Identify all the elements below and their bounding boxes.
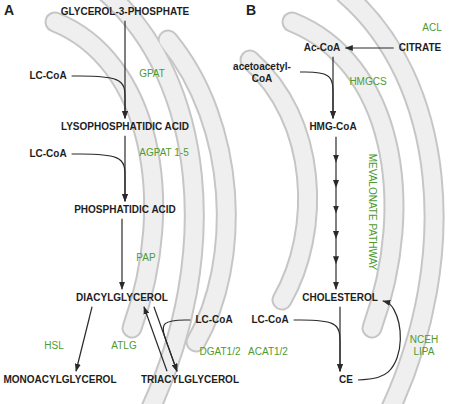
metabolite-name: acetoacetyl- CoA [229,61,295,84]
metabolite-node: LC-CoA [249,313,290,327]
metabolite-name: TRIACYLGLYCEROL [141,374,239,386]
metabolite-node: LC-CoA [27,147,68,161]
metabolite-node: MONOACYLGLYCEROL [2,373,119,387]
reaction-arrow [72,76,125,118]
metabolite-name: CHOLESTEROL [302,292,378,304]
metabolite-node: GLYCEROL-3-PHOSPHATE [59,5,191,19]
reaction-arrow [72,154,125,201]
reaction-arrow [294,320,340,371]
enzyme-label: AGPAT 1-5 [139,147,188,159]
reaction-arrow [76,307,92,372]
membrane-lumen [250,60,308,300]
metabolite-name: CITRATE [399,42,442,54]
panel-letter: B [246,2,256,18]
metabolite-node: DIACYLGLYCEROL [74,291,170,305]
metabolite-name: LC-CoA [195,314,232,326]
metabolite-name: LYSOPHOSPHATIDIC ACID [61,121,189,133]
metabolite-name: LC-CoA [251,314,288,326]
membrane-lumen [55,22,154,328]
metabolite-name: HMG-CoA [309,121,356,133]
metabolite-name: Ac-CoA [304,42,341,54]
reaction-arrow [345,47,393,48]
metabolite-name: CE [339,374,353,386]
enzyme-label: NCEH LIPA [407,334,441,358]
reaction-arrow [358,301,400,380]
metabolite-node: CHOLESTEROL [300,291,380,305]
reaction-arrow [163,320,190,371]
enzyme-label: GPAT [139,68,165,80]
metabolite-name: LC-CoA [29,148,66,160]
metabolite-node: CE [337,373,355,387]
metabolite-node: LC-CoA [193,313,234,327]
enzyme-label: DGAT1/2 [200,346,241,358]
metabolite-name: PHOSPHATIDIC ACID [74,204,176,216]
reaction-arrow [121,219,122,290]
metabolite-node: HMG-CoA [307,120,358,134]
reaction-arrow [335,137,336,290]
membrane-lumen [168,40,226,342]
metabolite-node: CITRATE [397,41,444,55]
metabolite-name: DIACYLGLYCEROL [76,292,168,304]
metabolite-name: LC-CoA [29,70,66,82]
enzyme-label: HMGCS [349,76,386,88]
metabolite-node: PHOSPHATIDIC ACID [72,203,178,217]
enzyme-label: MEVALONATE PATHWAY [366,154,378,271]
metabolite-node: TRIACYLGLYCEROL [139,373,241,387]
membrane-band [55,22,154,328]
metabolite-node: LYSOPHOSPHATIDIC ACID [59,120,191,134]
enzyme-label: ATLG [111,340,136,352]
panel-letter: A [4,2,14,18]
membrane-band [250,60,308,300]
metabolite-name: MONOACYLGLYCEROL [4,374,117,386]
reaction-arrow [144,307,167,372]
enzyme-label: HSL [44,340,63,352]
metabolite-node: Ac-CoA [302,41,343,55]
enzyme-label: PAP [136,252,155,264]
enzyme-label: ACAT1/2 [248,346,288,358]
reaction-arrow [300,72,333,118]
metabolite-node: LC-CoA [27,69,68,83]
metabolite-node: acetoacetyl- CoA [227,60,297,85]
enzyme-label: ACL [422,22,441,34]
metabolite-name: GLYCEROL-3-PHOSPHATE [61,6,189,18]
